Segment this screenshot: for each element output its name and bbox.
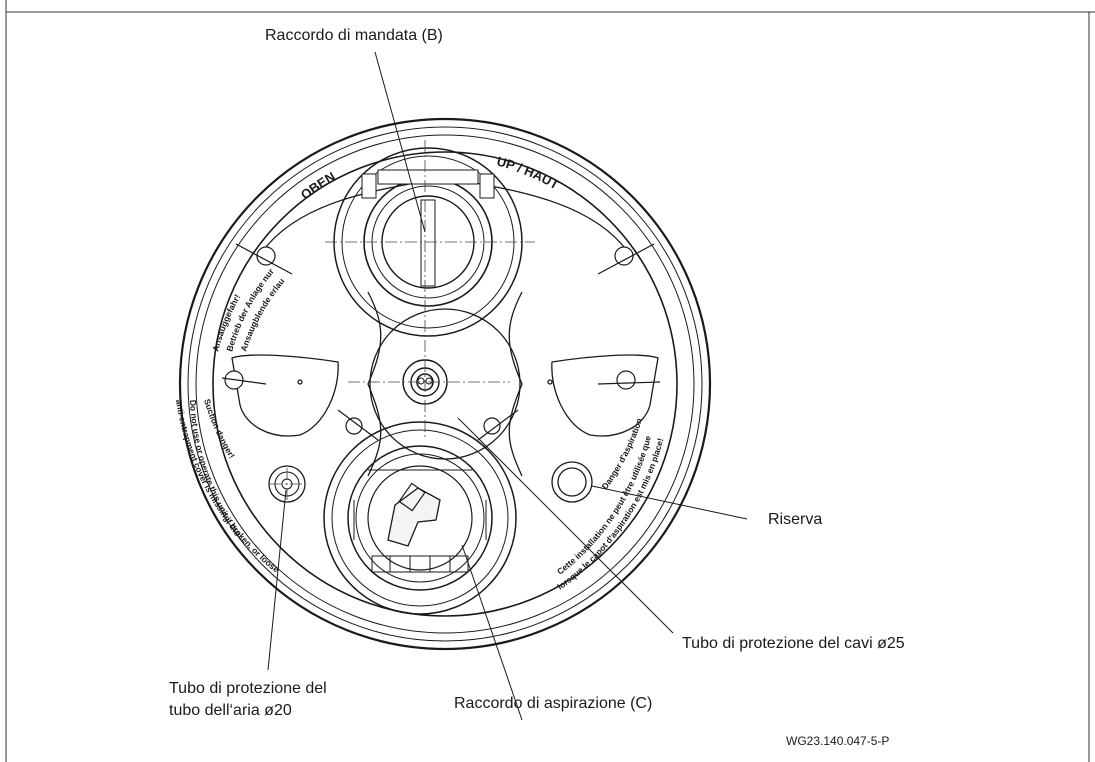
delivery-leader bbox=[374, 51, 426, 233]
inner-housing bbox=[261, 179, 629, 477]
air-tube-label-line2: tubo dell‘aria ø20 bbox=[169, 702, 292, 719]
suction-label: Raccordo di aspirazione (C) bbox=[454, 695, 653, 712]
cable-tube-leader bbox=[457, 417, 674, 634]
reserve-leader bbox=[591, 485, 748, 520]
leader-lines bbox=[267, 51, 748, 721]
air-tube-leader bbox=[267, 489, 287, 671]
side-plates bbox=[231, 354, 659, 437]
warning-text-fr: Danger d'aspiration! Cette installation … bbox=[0, 0, 666, 592]
warning-text-de: Ansauggefahr! Betrieb der Anlage nur mit… bbox=[0, 0, 287, 353]
svg-text:Ansaugblende erlaubt!: Ansaugblende erlaubt! bbox=[0, 0, 287, 353]
oben-marking: OBEN bbox=[298, 169, 338, 203]
suction-leader bbox=[461, 544, 523, 721]
reserve-fitting bbox=[551, 461, 593, 503]
centerlines bbox=[270, 140, 535, 500]
air-tube-label-line1: Tubo di protezione del bbox=[169, 680, 327, 697]
svg-text:Suction danger!: Suction danger! bbox=[202, 398, 237, 461]
drawing-border bbox=[5, 0, 1095, 762]
cable-tube-label: Tubo di protezione del cavi ø25 bbox=[682, 635, 905, 652]
mounting-clips bbox=[221, 243, 661, 441]
delivery-label: Raccordo di mandata (B) bbox=[265, 27, 443, 44]
part-code: WG23.140.047-5-P bbox=[786, 734, 890, 748]
reserve-label: Riserva bbox=[768, 511, 823, 528]
housing-rings bbox=[178, 117, 712, 651]
suction-port bbox=[323, 421, 517, 615]
